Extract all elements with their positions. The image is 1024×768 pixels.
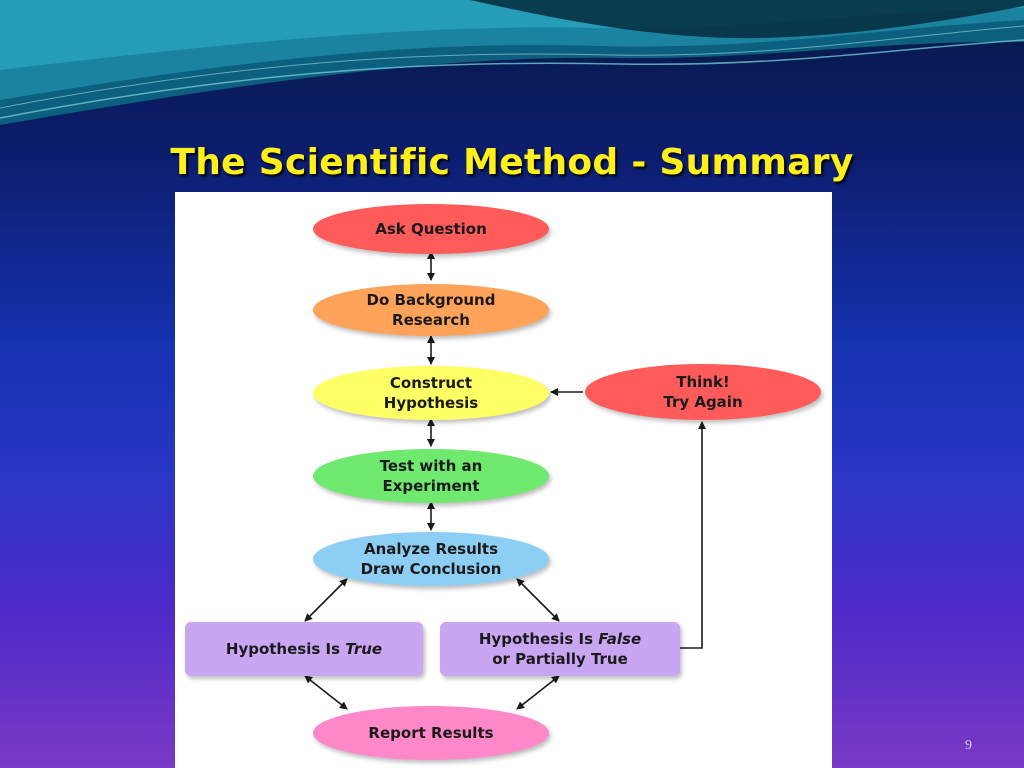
- arrow-false-to-report: [516, 675, 560, 710]
- node-hypothesis-false-line2: or Partially True: [492, 650, 628, 668]
- node-construct-hypothesis-line2: Hypothesis: [383, 394, 479, 412]
- node-analyze-results-line2: Draw Conclusion: [360, 560, 502, 578]
- node-ask-question-label: Ask Question: [375, 220, 487, 238]
- node-analyze-results-line1: Analyze Results: [363, 540, 499, 558]
- arrow-true-to-report: [304, 675, 348, 710]
- arrow-analyze-to-false: [516, 578, 560, 622]
- node-construct-hypothesis-line1: Construct: [389, 374, 473, 392]
- node-construct-hypothesis: Construct Hypothesis: [313, 366, 549, 420]
- node-test-experiment: Test with an Experiment: [313, 449, 549, 503]
- node-hypothesis-false-emphasis: False: [598, 630, 642, 648]
- node-ask-question: Ask Question: [313, 204, 549, 254]
- node-hypothesis-false: Hypothesis Is False or Partially True: [440, 622, 680, 676]
- node-hypothesis-true-prefix: Hypothesis Is: [225, 640, 346, 658]
- header-wave-decoration: [0, 0, 1024, 125]
- node-think-try-again-line2: Try Again: [663, 393, 743, 411]
- node-think-try-again-line1: Think!: [676, 373, 730, 391]
- arrow-analyze-to-true: [304, 578, 348, 622]
- node-test-experiment-line1: Test with an: [379, 457, 483, 475]
- page-number: 9: [965, 738, 972, 753]
- node-hypothesis-true-emphasis: True: [345, 640, 383, 658]
- flowchart-connectors: [304, 251, 706, 710]
- node-report-results: Report Results: [313, 706, 549, 760]
- node-think-try-again: Think! Try Again: [585, 364, 821, 420]
- node-test-experiment-line2: Experiment: [382, 477, 480, 495]
- node-background-research-line2: Research: [392, 311, 470, 329]
- slide-title: The Scientific Method - Summary: [170, 142, 854, 183]
- node-background-research: Do Background Research: [313, 284, 549, 336]
- node-hypothesis-false-prefix: Hypothesis Is: [478, 630, 599, 648]
- node-hypothesis-true: Hypothesis Is True: [185, 622, 423, 676]
- node-analyze-results: Analyze Results Draw Conclusion: [313, 532, 549, 586]
- node-background-research-line1: Do Background: [366, 291, 496, 309]
- node-report-results-label: Report Results: [368, 724, 494, 742]
- arrow-false-to-think: [680, 421, 706, 649]
- flowchart-panel: Ask Question Do Background Research Cons…: [175, 192, 832, 768]
